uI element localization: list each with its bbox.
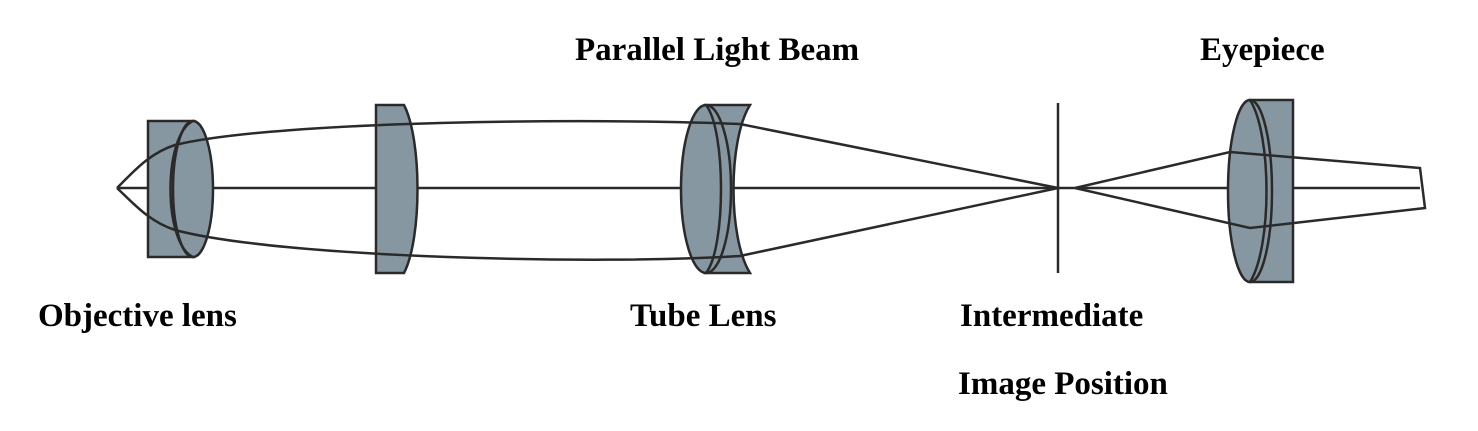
- light-rays: [116, 119, 1427, 261]
- lower-ray: [116, 186, 1059, 261]
- eyepiece-lens: [1226, 98, 1295, 284]
- objective-lens-label: Objective lens: [38, 298, 237, 334]
- intermediate-image-label-line2: Image Position: [958, 366, 1168, 402]
- eyepiece-upper-ray: [1074, 150, 1427, 230]
- intermediate-image-label-line1: Intermediate: [960, 298, 1144, 334]
- eyepiece-label: Eyepiece: [1200, 32, 1325, 68]
- relay-lens: [374, 103, 419, 275]
- upper-ray: [116, 119, 1059, 190]
- tube-lens-label: Tube Lens: [630, 298, 777, 334]
- parallel-light-beam-label: Parallel Light Beam: [575, 32, 860, 68]
- tube-lens: [679, 103, 753, 275]
